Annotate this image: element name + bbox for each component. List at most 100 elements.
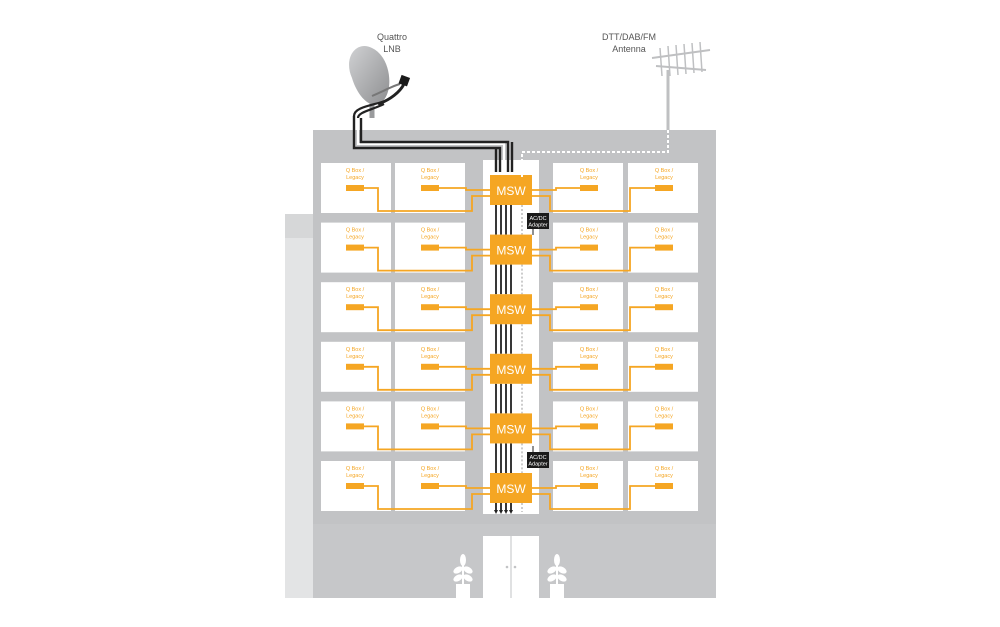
box-label-line1: Q Box / — [421, 406, 440, 412]
box-label-line1: Q Box / — [655, 228, 674, 234]
coax-cable — [532, 485, 580, 489]
coax-cable — [439, 306, 490, 311]
coax-cable — [364, 425, 490, 451]
box-label-line1: Q Box / — [421, 466, 440, 472]
multiswitch-label: MSW — [496, 482, 526, 496]
coax-cable — [532, 306, 655, 332]
box-label-line1: Q Box / — [580, 168, 599, 174]
receiver-box — [421, 185, 439, 191]
receiver-box — [655, 185, 673, 191]
box-label-line2: Legacy — [421, 354, 439, 360]
receiver-box — [580, 423, 598, 430]
adapter-label-line1: AC/DC — [529, 455, 546, 461]
receiver-box — [580, 363, 598, 370]
receiver-box — [346, 304, 364, 311]
box-label-line1: Q Box / — [580, 347, 599, 353]
box-label-line1: Q Box / — [421, 347, 440, 353]
box-label-line2: Legacy — [421, 175, 439, 181]
receiver-box — [346, 483, 364, 489]
lnb-label-line2: LNB — [383, 44, 401, 54]
receiver-box — [421, 423, 439, 430]
coax-cable — [439, 365, 490, 370]
coax-cable — [364, 306, 490, 332]
box-label-line2: Legacy — [421, 473, 439, 479]
receiver-box — [346, 244, 364, 251]
receiver-box — [421, 363, 439, 370]
receiver-box — [580, 185, 598, 191]
multiswitch-label: MSW — [496, 422, 526, 436]
door-icon — [483, 536, 539, 598]
riser-cables — [494, 205, 523, 514]
coax-cable — [364, 365, 490, 391]
box-label-line1: Q Box / — [655, 287, 674, 293]
box-label-line1: Q Box / — [421, 168, 440, 174]
lnb-feed-cable — [352, 116, 514, 172]
adapter-label-line2: Adapter — [528, 223, 547, 229]
adapter-label-line1: AC/DC — [529, 216, 546, 222]
box-label-line2: Legacy — [655, 473, 673, 479]
box-label-line2: Legacy — [655, 175, 673, 181]
coax-cable — [532, 306, 580, 311]
receiver-box — [421, 244, 439, 251]
coax-cable — [364, 246, 490, 272]
box-label-line1: Q Box / — [580, 466, 599, 472]
lnb-label-line1: Quattro — [377, 32, 407, 42]
riser-arrow — [494, 510, 498, 514]
riser-arrow — [499, 510, 503, 514]
coax-cable — [532, 246, 580, 251]
receiver-box — [421, 304, 439, 311]
riser-arrow — [504, 510, 508, 514]
box-label-line2: Legacy — [346, 235, 364, 241]
box-label-line2: Legacy — [580, 175, 598, 181]
coax-cable — [532, 246, 655, 272]
receiver-box — [346, 423, 364, 430]
receiver-box — [580, 483, 598, 489]
receiver-box — [655, 244, 673, 251]
receiver-box — [580, 304, 598, 311]
adapter-label-line2: Adapter — [528, 462, 547, 468]
coax-cable — [532, 365, 655, 391]
box-label-line2: Legacy — [580, 294, 598, 300]
antenna-label-line2: Antenna — [612, 44, 646, 54]
box-label-line1: Q Box / — [655, 168, 674, 174]
receiver-box — [655, 483, 673, 489]
box-label-line2: Legacy — [346, 413, 364, 419]
coax-cable — [439, 246, 490, 251]
box-label-line2: Legacy — [580, 473, 598, 479]
box-label-line1: Q Box / — [580, 406, 599, 412]
riser-arrow — [509, 510, 513, 514]
receiver-box — [346, 185, 364, 191]
box-label-line2: Legacy — [655, 413, 673, 419]
acdc-adapter — [527, 452, 549, 468]
plant-icon — [453, 554, 473, 598]
antenna-icon — [651, 41, 711, 152]
coax-cable — [532, 485, 655, 510]
box-label-line1: Q Box / — [655, 347, 674, 353]
box-label-line1: Q Box / — [346, 228, 365, 234]
box-label-line1: Q Box / — [346, 347, 365, 353]
coax-cable — [439, 425, 490, 430]
multiswitch-label: MSW — [496, 184, 526, 198]
box-label-line2: Legacy — [580, 235, 598, 241]
box-label-line1: Q Box / — [346, 287, 365, 293]
box-label-line2: Legacy — [346, 473, 364, 479]
box-label-line1: Q Box / — [346, 168, 365, 174]
multiswitch — [490, 353, 532, 384]
multiswitch — [490, 413, 532, 444]
receiver-box — [655, 304, 673, 311]
side-annex — [285, 214, 313, 598]
box-label-line1: Q Box / — [655, 406, 674, 412]
box-label-line2: Legacy — [655, 294, 673, 300]
box-label-line1: Q Box / — [580, 287, 599, 293]
receiver-box — [655, 363, 673, 370]
box-label-line2: Legacy — [655, 235, 673, 241]
box-label-line2: Legacy — [655, 354, 673, 360]
antenna-feed-cable — [521, 130, 669, 178]
receiver-box — [421, 483, 439, 489]
box-label-line2: Legacy — [421, 413, 439, 419]
coax-cable — [532, 187, 655, 212]
multiswitch-label: MSW — [496, 303, 526, 317]
